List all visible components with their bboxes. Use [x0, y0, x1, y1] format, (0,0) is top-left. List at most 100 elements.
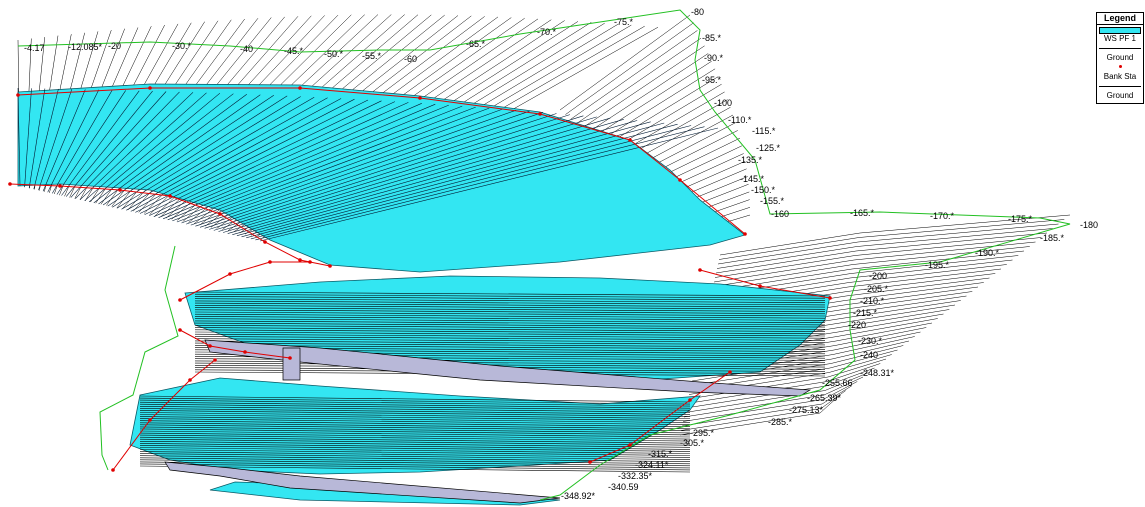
bank-station-dot [698, 268, 702, 272]
cross-section [139, 455, 691, 462]
ground-line [680, 390, 846, 431]
water-surface-swatch [1099, 27, 1141, 34]
cross-section [194, 329, 826, 335]
station-label: -90.* [704, 53, 724, 63]
station-label: -60 [404, 54, 417, 64]
ground-line [685, 367, 875, 409]
station-label: -80 [691, 7, 704, 17]
cross-section [204, 113, 557, 229]
station-label: -180 [1080, 220, 1098, 230]
station-label: -190.* [975, 248, 1000, 258]
cross-section [139, 99, 369, 214]
water-surface [17, 83, 831, 506]
cross-section [144, 100, 382, 215]
cross-section [112, 95, 288, 208]
cross-section [139, 418, 691, 425]
cross-section [194, 302, 826, 308]
ground-line [690, 345, 904, 386]
ground-line [689, 349, 898, 391]
station-label: -100 [714, 98, 732, 108]
station-label: -55.* [362, 51, 382, 61]
bank-station-dot [168, 194, 172, 198]
cross-section [139, 422, 691, 430]
cross-section [121, 96, 315, 210]
cross-section [194, 320, 826, 326]
station-label: -165.* [850, 208, 875, 218]
cross-section [84, 92, 207, 202]
cross-section [139, 465, 691, 473]
cross-section [149, 101, 396, 216]
cross-section [139, 445, 691, 452]
bank-station-dot [628, 443, 632, 447]
station-label: -305.* [680, 438, 705, 448]
bank-station-dot [268, 260, 272, 264]
bank-station-swatch [1118, 65, 1122, 68]
cross-section [194, 322, 826, 328]
cross-section [181, 107, 490, 224]
cross-section [89, 92, 221, 203]
cross-section [70, 91, 167, 198]
bank-station-dot [758, 284, 762, 288]
ground-line [717, 223, 1059, 265]
cross-section [98, 93, 247, 205]
cross-section [139, 426, 691, 434]
cross-section [194, 342, 826, 348]
cross-section [139, 416, 691, 423]
ground-line [597, 68, 716, 143]
bank-station-dot [188, 378, 192, 382]
station-label: -150.* [751, 185, 776, 195]
bank-station-dot [308, 260, 312, 264]
ground-line [718, 219, 1065, 260]
station-label: -20 [108, 41, 121, 51]
cross-section [130, 98, 342, 212]
station-label: -75.* [614, 17, 634, 27]
station-label: -275.13* [789, 405, 824, 415]
cross-section [194, 338, 826, 344]
cross-section [167, 104, 449, 221]
legend-label: Ground [1106, 91, 1134, 100]
cross-section [102, 94, 261, 206]
cross-section [194, 311, 826, 317]
legend-label: Ground [1106, 53, 1134, 62]
cross-section [194, 300, 826, 306]
cross-section [194, 344, 826, 350]
cross-section [116, 96, 301, 209]
bank-station-dot [298, 258, 302, 262]
legend-label: WS PF 1 [1103, 34, 1136, 43]
bank-line-7 [589, 371, 731, 463]
bank-station-dot [588, 460, 592, 464]
ground-line [684, 372, 869, 413]
cross-section [56, 90, 126, 195]
cross-section [172, 105, 463, 222]
station-label: -95.* [702, 75, 722, 85]
ground-line [565, 22, 694, 115]
cross-section [139, 412, 691, 419]
cross-section [33, 88, 59, 190]
station-label: -205.* [864, 284, 889, 294]
cross-section [194, 307, 826, 312]
cross-section-lines [17, 87, 826, 473]
cross-section [162, 103, 436, 220]
station-label: -115.* [752, 126, 776, 136]
bank-line-3 [179, 261, 310, 301]
bank-line-1 [9, 183, 331, 267]
ground-line [682, 381, 858, 422]
cross-section [139, 447, 691, 454]
cross-section [93, 93, 234, 204]
bank-station-dot [208, 344, 212, 348]
cross-section [194, 340, 826, 346]
station-label: -30.* [172, 41, 192, 51]
cross-section [139, 420, 691, 427]
cross-section [246, 123, 678, 239]
cross-section [250, 125, 692, 240]
cross-section [42, 89, 86, 192]
ground-swatch [1099, 86, 1141, 87]
bank-station-dot [148, 86, 152, 90]
reach-outline [17, 9, 1071, 501]
cross-section [236, 121, 651, 236]
cross-section [190, 109, 517, 226]
station-label: -170.* [930, 211, 955, 221]
station-label: -40 [240, 44, 253, 54]
bank-station-dot [418, 96, 422, 100]
cross-section [227, 119, 624, 234]
